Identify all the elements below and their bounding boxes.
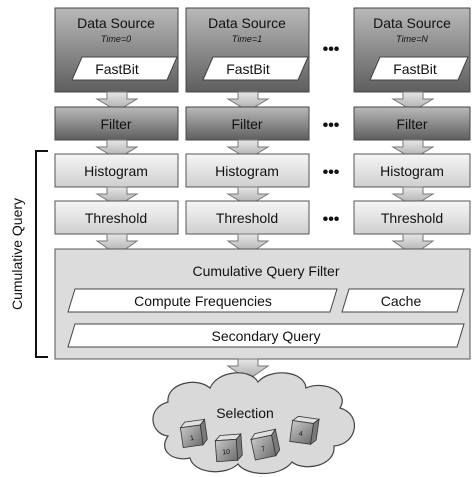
histogram-label: Histogram: [84, 163, 148, 179]
fastbit-box: [71, 56, 178, 81]
down-arrow: [95, 91, 139, 112]
cloud-shape: [152, 372, 356, 474]
selection-cube: 4: [289, 415, 321, 446]
ellipsis-histogram: •••: [323, 164, 340, 181]
down-arrow: [226, 91, 270, 112]
cube-label: 7: [261, 446, 266, 454]
selection-cube: 1: [179, 418, 208, 449]
filter-label: Filter: [396, 116, 427, 132]
down-arrow: [95, 139, 139, 160]
ellipsis-source: •••: [323, 41, 340, 58]
down-arrow: [95, 233, 139, 256]
fastbit-box: [369, 56, 469, 81]
down-arrow: [95, 186, 139, 207]
threshold-label: Threshold: [216, 210, 278, 226]
down-arrow: [391, 91, 435, 112]
selection-cube: 7: [250, 428, 281, 461]
filter-box: [54, 106, 179, 141]
cube-label: 1: [190, 435, 195, 442]
down-arrow: [226, 358, 270, 381]
data-source-time: Time=0: [101, 34, 131, 44]
filter-box: [185, 106, 310, 141]
threshold-label: Threshold: [85, 210, 147, 226]
down-arrow: [226, 186, 270, 207]
histogram-box: [353, 153, 471, 188]
cube-label: 4: [298, 431, 303, 438]
data-source-time: Time=1: [232, 34, 262, 44]
ellipsis-threshold: •••: [323, 211, 340, 228]
threshold-label: Threshold: [381, 210, 443, 226]
ellipsis-filter: •••: [323, 117, 340, 134]
threshold-box: [353, 200, 471, 235]
fastbit-box: [202, 56, 309, 81]
column-time-1: Data Source Time=1 FastBit Filter Histog…: [185, 7, 310, 256]
secondary-query-label: Secondary Query: [212, 328, 321, 344]
fastbit-label: FastBit: [95, 61, 139, 77]
down-arrow: [226, 233, 270, 256]
threshold-box: [185, 200, 310, 235]
histogram-box: [54, 153, 179, 188]
histogram-label: Histogram: [380, 163, 444, 179]
cache-box: [341, 288, 465, 313]
selection-cube: 10: [214, 433, 243, 463]
filter-label: Filter: [100, 116, 131, 132]
fastbit-label: FastBit: [226, 61, 270, 77]
cumulative-query-filter-panel: Cumulative Query Filter Compute Frequenc…: [54, 248, 471, 360]
column-time-n: Data Source Time=N FastBit Filter Histog…: [353, 7, 471, 256]
data-source-title: Data Source: [208, 15, 286, 31]
selection-title: Selection: [216, 405, 274, 421]
filter-box: [353, 106, 471, 141]
cache-label: Cache: [381, 293, 422, 309]
cq-filter-title: Cumulative Query Filter: [192, 263, 339, 279]
down-arrow: [391, 139, 435, 160]
histogram-box: [185, 153, 310, 188]
fastbit-label: FastBit: [393, 61, 437, 77]
cumulative-query-label: Cumulative Query: [9, 198, 25, 310]
selection-cloud: Selection 1 10 7 4: [152, 372, 356, 474]
column-time-0: Data Source Time=0 FastBit Filter Histog…: [54, 7, 179, 256]
down-arrow: [391, 233, 435, 256]
threshold-box: [54, 200, 179, 235]
compute-frequencies-label: Compute Frequencies: [134, 293, 272, 309]
down-arrow: [226, 139, 270, 160]
histogram-label: Histogram: [215, 163, 279, 179]
compute-frequencies-box: [67, 288, 338, 313]
cube-label: 10: [222, 449, 230, 457]
data-source-title: Data Source: [77, 15, 155, 31]
data-source-title: Data Source: [373, 15, 451, 31]
down-arrow: [391, 186, 435, 207]
secondary-query-box: [67, 323, 465, 348]
cumulative-bracket: [35, 150, 48, 358]
filter-label: Filter: [231, 116, 262, 132]
data-source-time: Time=N: [396, 34, 428, 44]
